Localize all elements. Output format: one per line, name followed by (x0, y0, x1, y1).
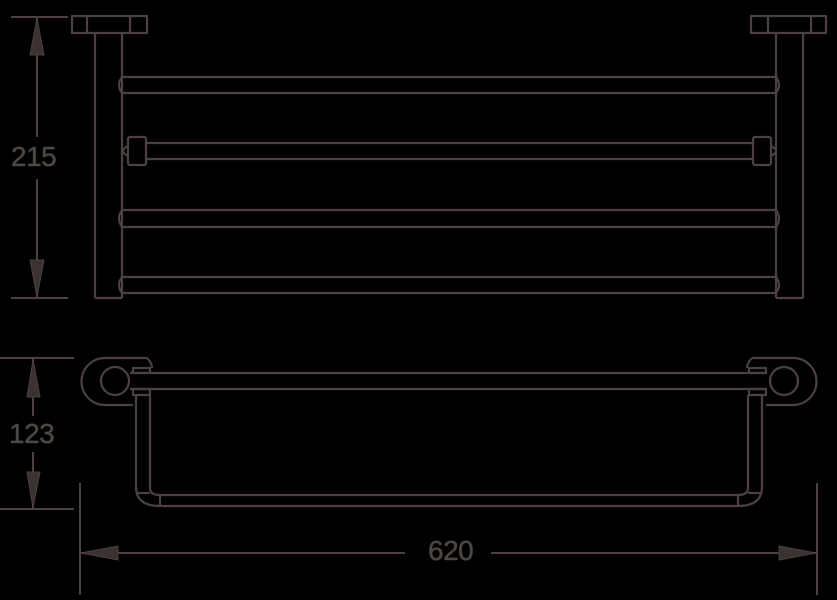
height-dimension-label: 215 (11, 141, 57, 172)
depth-dimension-label: 123 (9, 418, 55, 449)
rail-4 (117, 275, 781, 295)
left-mount-plate (80, 356, 147, 407)
left-mount-hole (99, 365, 131, 397)
arrow-up-icon (26, 359, 41, 398)
depth-dimension (0, 357, 74, 510)
rail-2 (121, 135, 778, 167)
height-dimension (11, 16, 68, 299)
arrow-up-icon (29, 17, 45, 56)
arrow-down-icon (26, 471, 41, 509)
right-mount-hole (768, 365, 800, 397)
right-mount-plate (752, 356, 818, 407)
arrow-down-icon (29, 259, 45, 298)
front-view (70, 14, 828, 300)
width-dimension-label: 620 (428, 535, 474, 566)
rail-1 (117, 75, 781, 95)
left-post (93, 33, 124, 300)
arrow-right-icon (778, 545, 817, 561)
arrow-left-icon (80, 545, 119, 561)
left-mount-cap (70, 14, 149, 35)
right-mount-cap (749, 14, 828, 35)
width-dimension (79, 483, 818, 595)
right-post (774, 33, 805, 300)
side-view (80, 356, 818, 508)
rail-3 (117, 208, 781, 229)
